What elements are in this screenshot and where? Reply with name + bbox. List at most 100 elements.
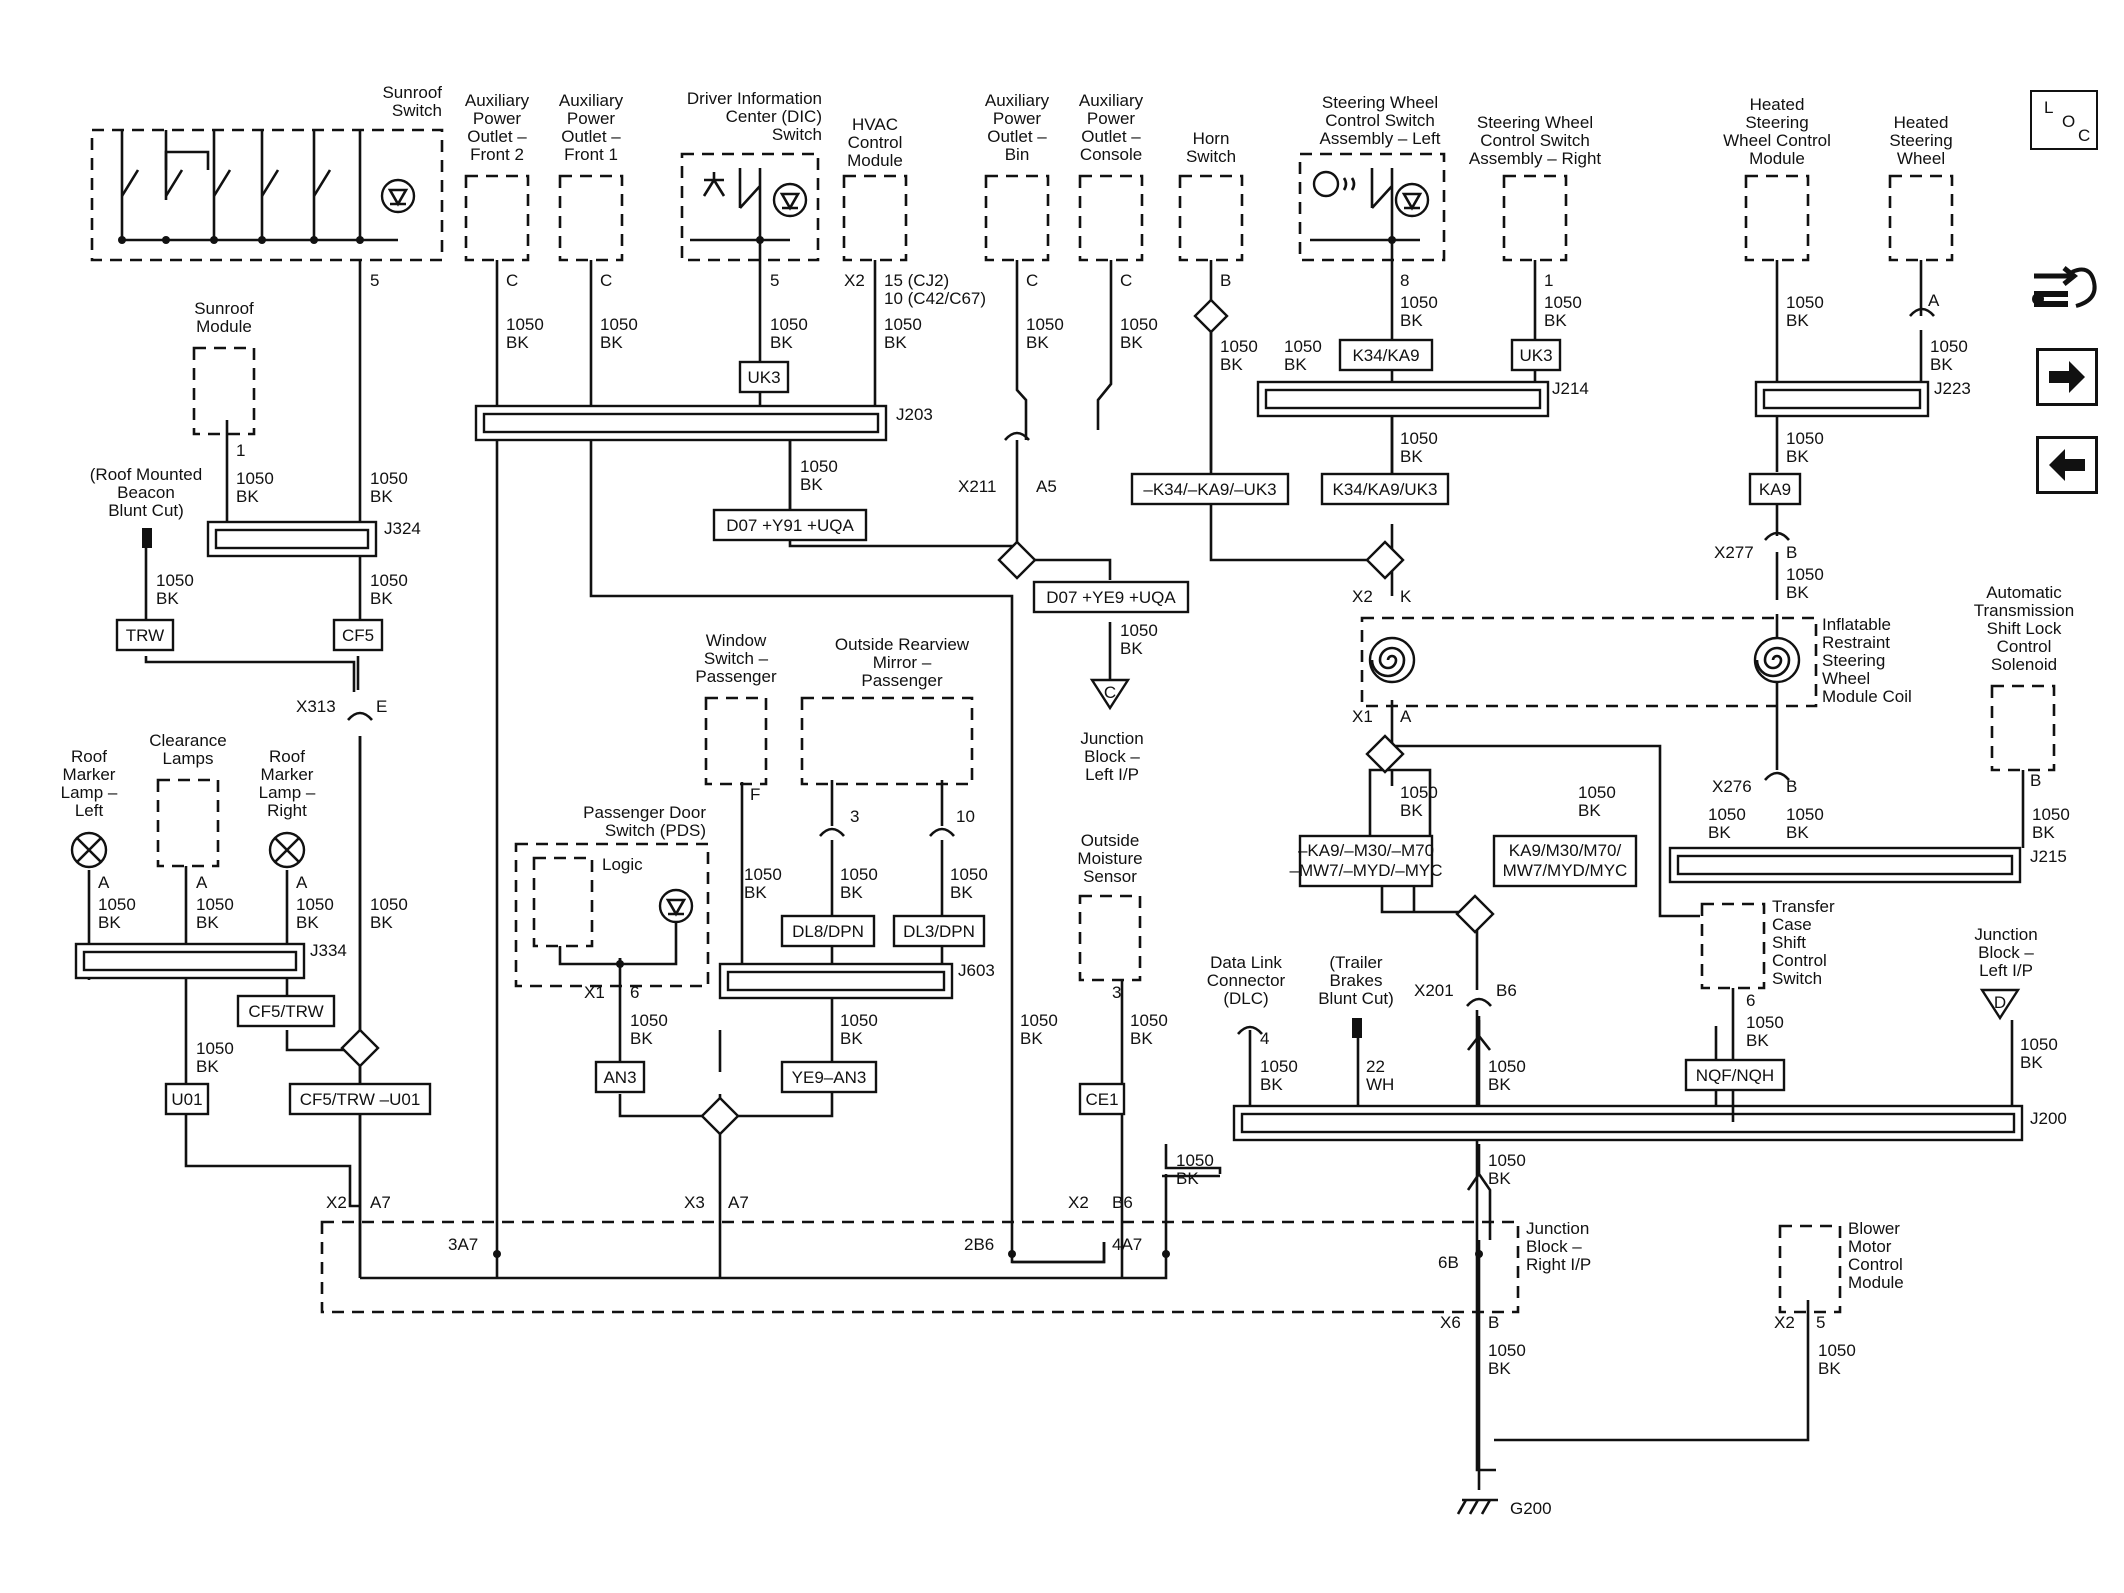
svg-text:1050: 1050: [840, 865, 878, 884]
svg-text:1050: 1050: [296, 895, 334, 914]
roof-marker-right: Roof Marker Lamp – Right: [259, 747, 316, 869]
previous-page-button[interactable]: [2036, 436, 2098, 494]
svg-text:Console: Console: [1080, 145, 1142, 164]
svg-text:Auxiliary: Auxiliary: [559, 91, 624, 110]
svg-text:Control: Control: [1997, 637, 2052, 656]
location-view-button[interactable]: L O C: [2030, 90, 2098, 150]
svg-text:Outlet –: Outlet –: [987, 127, 1047, 146]
trans-shift-lock-solenoid: Automatic Transmission Shift Lock Contro…: [1974, 583, 2074, 848]
svg-text:BK: BK: [1930, 355, 1953, 374]
svg-text:BK: BK: [1818, 1359, 1841, 1378]
svg-text:Block –: Block –: [1978, 943, 2034, 962]
junction-block-left-ip-c: C Junction Block – Left I/P: [1080, 678, 1144, 784]
svg-text:Roof: Roof: [71, 747, 107, 766]
next-page-button[interactable]: [2036, 348, 2098, 406]
aux-power-outlet-front-2: Auxiliary Power Outlet – Front 2: [464, 91, 530, 262]
svg-text:NQF/NQH: NQF/NQH: [1696, 1066, 1774, 1085]
svg-text:Switch: Switch: [1186, 147, 1236, 166]
roof-beacon: (Roof Mounted Beacon Blunt Cut): [90, 465, 202, 520]
svg-text:Logic: Logic: [602, 855, 643, 874]
loc-letter-o: O: [2062, 112, 2076, 131]
svg-text:B: B: [1488, 1313, 1499, 1332]
svg-text:UK3: UK3: [1519, 346, 1552, 365]
svg-text:X201: X201: [1414, 981, 1454, 1000]
svg-text:1050: 1050: [1260, 1057, 1298, 1076]
svg-text:Steering Wheel: Steering Wheel: [1322, 93, 1438, 112]
pin-labels: 5 C C 5 X2 15 (CJ2) 10 (C42/C67) C C B 8…: [98, 271, 2041, 1332]
svg-text:6: 6: [1746, 991, 1755, 1010]
svg-text:Blunt Cut): Blunt Cut): [1318, 989, 1394, 1008]
svg-text:Switch: Switch: [1772, 969, 1822, 988]
svg-text:BK: BK: [1120, 639, 1143, 658]
svg-text:KA9/M30/M70/: KA9/M30/M70/: [1509, 841, 1622, 860]
clearance-lamps: Clearance Lamps: [149, 731, 227, 868]
svg-text:K: K: [1400, 587, 1412, 606]
svg-text:1050: 1050: [1120, 621, 1158, 640]
svg-text:BK: BK: [1488, 1169, 1511, 1188]
svg-text:Module: Module: [1848, 1273, 1904, 1292]
svg-text:X1: X1: [1352, 707, 1373, 726]
svg-text:Control Switch: Control Switch: [1480, 131, 1590, 150]
svg-text:Brakes: Brakes: [1330, 971, 1383, 990]
aux-power-outlet-bin: Auxiliary Power Outlet – Bin: [984, 91, 1050, 262]
svg-text:BK: BK: [1488, 1075, 1511, 1094]
svg-text:Steering Wheel: Steering Wheel: [1477, 113, 1593, 132]
sunroof-switch: Sunroof Switch: [90, 83, 444, 262]
svg-text:A: A: [98, 873, 110, 892]
svg-text:BK: BK: [1400, 311, 1423, 330]
svg-text:Control: Control: [1772, 951, 1827, 970]
svg-text:BK: BK: [1786, 447, 1809, 466]
svg-text:1050: 1050: [1578, 783, 1616, 802]
svg-text:Power: Power: [473, 109, 522, 128]
svg-text:Bin: Bin: [1005, 145, 1030, 164]
svg-text:B: B: [1786, 777, 1797, 796]
svg-text:Blower: Blower: [1848, 1219, 1900, 1238]
svg-text:B6: B6: [1496, 981, 1517, 1000]
svg-text:Control: Control: [1848, 1255, 1903, 1274]
svg-text:C: C: [1120, 271, 1132, 290]
svg-text:Module Coil: Module Coil: [1822, 687, 1912, 706]
svg-text:Switch –: Switch –: [704, 649, 769, 668]
svg-text:B: B: [2030, 771, 2041, 790]
svg-text:BK: BK: [1026, 333, 1049, 352]
svg-text:1050: 1050: [1818, 1341, 1856, 1360]
svg-text:Case: Case: [1772, 915, 1812, 934]
svg-text:6: 6: [630, 983, 639, 1002]
svg-text:1050: 1050: [884, 315, 922, 334]
svg-text:K34/KA9/UK3: K34/KA9/UK3: [1333, 480, 1438, 499]
svg-text:1050: 1050: [1786, 293, 1824, 312]
svg-text:BK: BK: [840, 1029, 863, 1048]
svg-text:DL8/DPN: DL8/DPN: [792, 922, 864, 941]
svg-text:Horn: Horn: [1193, 129, 1230, 148]
svg-text:D: D: [1994, 993, 2006, 1012]
svg-text:C: C: [506, 271, 518, 290]
svg-text:BK: BK: [1488, 1359, 1511, 1378]
svg-text:Control: Control: [848, 133, 903, 152]
svg-text:Lamp –: Lamp –: [259, 783, 316, 802]
svg-text:X2: X2: [326, 1193, 347, 1212]
svg-text:Steering: Steering: [1745, 113, 1808, 132]
connector-view-icon[interactable]: [2028, 260, 2102, 320]
svg-text:X276: X276: [1712, 777, 1752, 796]
roof-marker-left: Roof Marker Lamp – Left: [61, 747, 118, 869]
svg-text:Beacon: Beacon: [117, 483, 175, 502]
svg-text:BK: BK: [296, 913, 319, 932]
svg-text:Lamp –: Lamp –: [61, 783, 118, 802]
window-switch-passenger: Window Switch – Passenger: [695, 631, 777, 786]
svg-text:BK: BK: [1020, 1029, 1043, 1048]
svg-text:CE1: CE1: [1085, 1090, 1118, 1109]
svg-text:1050: 1050: [1786, 429, 1824, 448]
svg-text:Connector: Connector: [1207, 971, 1286, 990]
svg-text:BK: BK: [1284, 355, 1307, 374]
